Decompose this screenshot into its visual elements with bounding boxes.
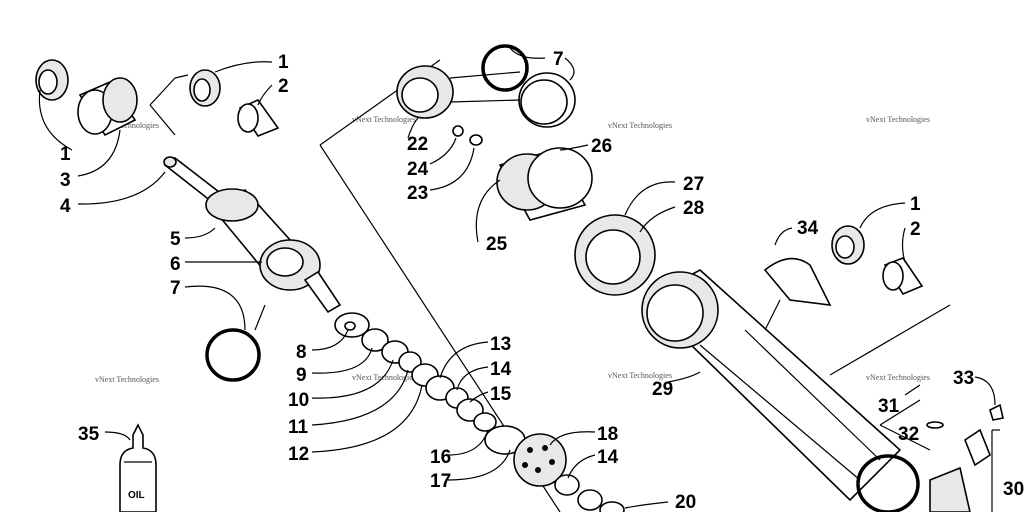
callout-33: 33 xyxy=(953,368,974,389)
callout-26: 26 xyxy=(591,136,612,157)
callout-1: 1 xyxy=(278,52,289,73)
callout-29: 29 xyxy=(652,379,673,400)
valve-stack xyxy=(334,312,625,512)
watermark: vNext Technologies xyxy=(95,375,159,384)
callout-7: 7 xyxy=(553,49,564,70)
leader-lines xyxy=(38,47,1000,512)
callout-4: 4 xyxy=(60,196,71,217)
callout-3: 3 xyxy=(60,170,71,191)
callout-1: 1 xyxy=(60,144,71,165)
o-ring-part xyxy=(481,44,529,92)
callout-8: 8 xyxy=(296,342,307,363)
callout-12: 12 xyxy=(288,444,309,465)
oil-label: OIL xyxy=(128,490,145,501)
watermark: vNext Technologies xyxy=(95,121,159,130)
callout-14: 14 xyxy=(490,359,512,380)
callout-labels: 1 2 1 3 4 5 6 7 8 9 10 11 12 13 14 15 16… xyxy=(60,49,1024,512)
callout-7: 7 xyxy=(170,278,181,299)
callout-24: 24 xyxy=(407,159,429,180)
callout-5: 5 xyxy=(170,229,181,250)
shock-body xyxy=(641,257,920,512)
callout-1: 1 xyxy=(910,194,921,215)
callout-16: 16 xyxy=(430,447,451,468)
shaft-assembly xyxy=(163,156,342,382)
callout-18: 18 xyxy=(597,424,618,445)
watermark: vNext Technologies xyxy=(608,121,672,130)
watermark: vNext Technologies xyxy=(866,115,930,124)
callout-28: 28 xyxy=(683,198,704,219)
watermark: vNext Technologies xyxy=(352,115,416,124)
callout-13: 13 xyxy=(490,334,511,355)
callout-25: 25 xyxy=(486,234,508,255)
callout-22: 22 xyxy=(407,134,428,155)
callout-31: 31 xyxy=(878,396,900,417)
callout-20: 20 xyxy=(675,492,696,512)
lower-mount-parts xyxy=(831,225,1004,512)
watermark: vNext Technologies xyxy=(866,373,930,382)
sleeve-part xyxy=(77,77,138,137)
o-ring-part xyxy=(856,454,920,512)
callout-17: 17 xyxy=(430,471,451,492)
callout-27: 27 xyxy=(683,174,704,195)
watermarks: vNext Technologies vNext Technologies vN… xyxy=(95,115,930,384)
bushing-part xyxy=(35,59,69,101)
callout-34: 34 xyxy=(797,218,819,239)
callout-30: 30 xyxy=(1003,479,1024,500)
callout-15: 15 xyxy=(490,384,512,405)
callout-23: 23 xyxy=(407,183,428,204)
watermark: vNext Technologies xyxy=(608,371,672,380)
callout-11: 11 xyxy=(288,417,309,438)
upper-mount-parts xyxy=(35,59,280,137)
cap-parts xyxy=(396,44,656,296)
bushing-part xyxy=(189,69,221,107)
watermark: vNext Technologies xyxy=(352,373,416,382)
callout-10: 10 xyxy=(288,390,309,411)
callout-32: 32 xyxy=(898,424,919,445)
spacer-part xyxy=(237,99,280,137)
callout-2: 2 xyxy=(910,219,921,240)
callout-14: 14 xyxy=(597,447,619,468)
callout-2: 2 xyxy=(278,76,289,97)
callout-35: 35 xyxy=(78,424,100,445)
callout-6: 6 xyxy=(170,254,181,275)
oil-bottle: OIL xyxy=(119,423,157,512)
callout-9: 9 xyxy=(296,365,307,386)
o-ring-part xyxy=(205,328,261,382)
